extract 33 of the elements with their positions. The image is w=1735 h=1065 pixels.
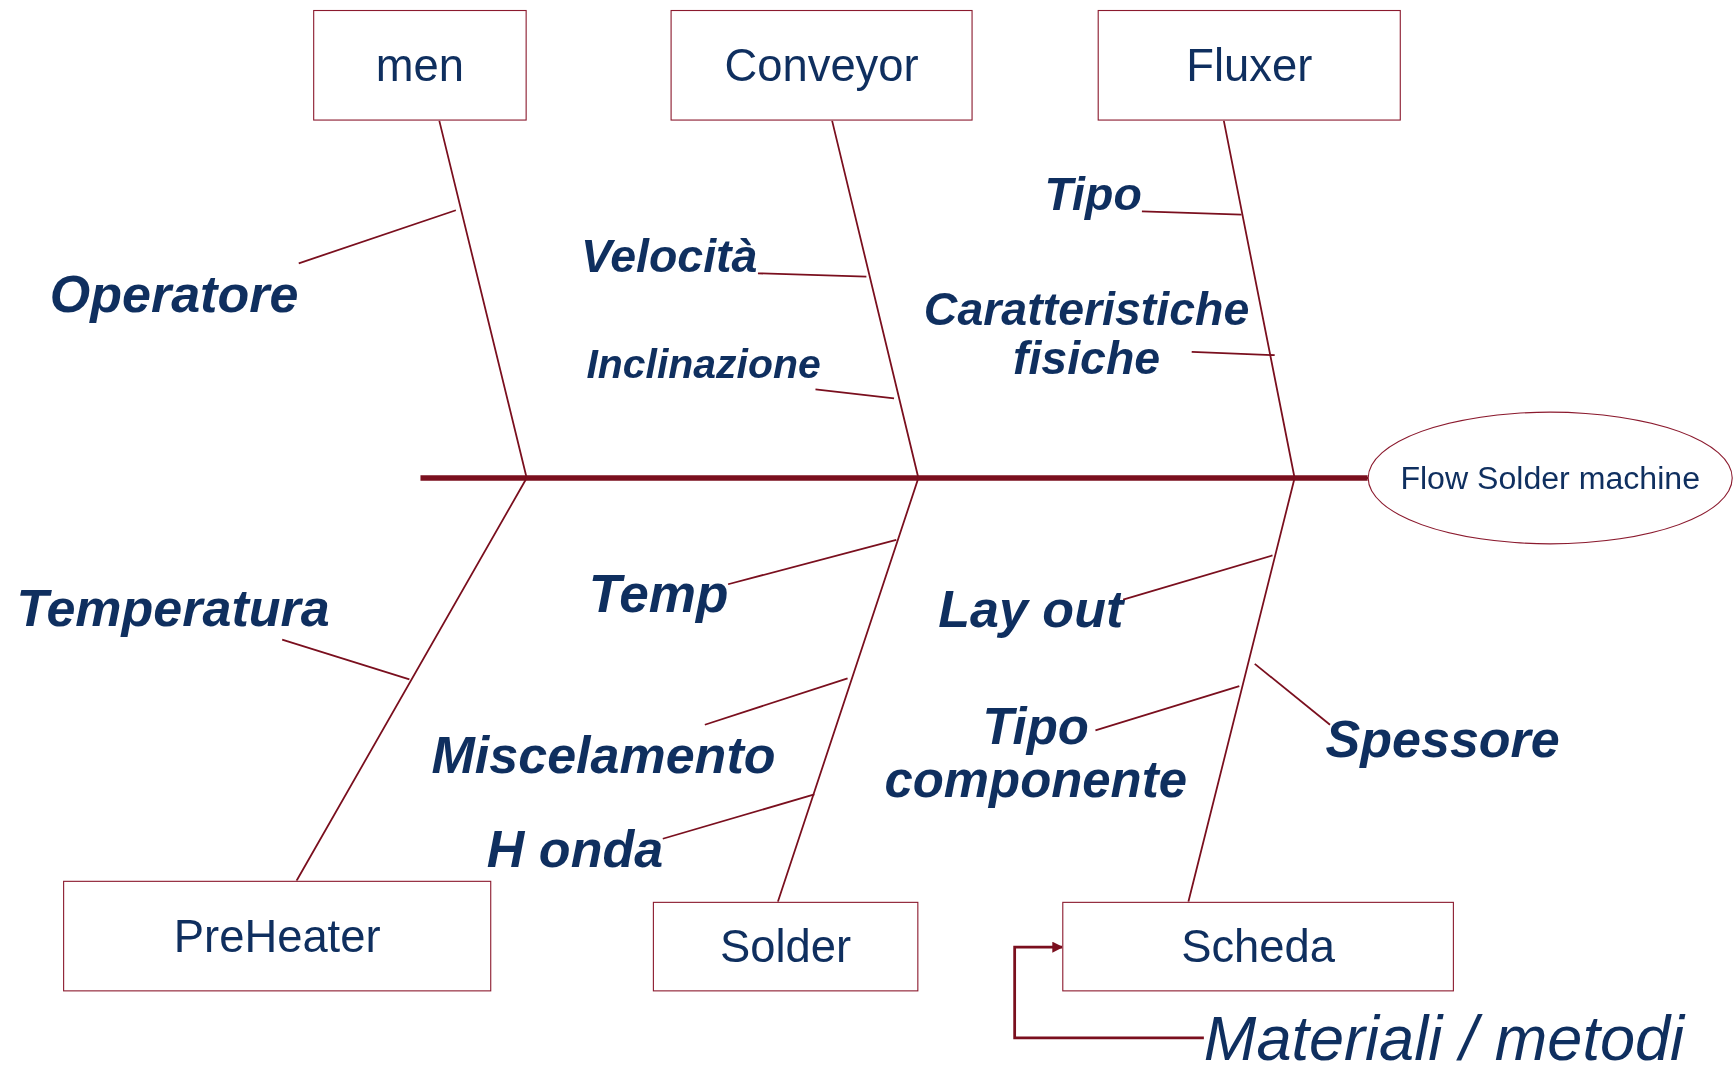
category-box: Fluxer [1097,9,1401,121]
cause-label: Velocità [580,229,758,285]
cause-label: Miscelamento [431,724,776,788]
leader-line [661,793,816,840]
cause-label: Spessore [1325,708,1560,771]
category-box: Solder [652,901,919,992]
cause-label: Caratteristiche fisiche [913,285,1260,384]
cause-label: H onda [486,818,664,882]
cause-label: Inclinazione [586,340,821,390]
cause-label: Lay out [938,578,1124,642]
leader-line [814,388,895,400]
leader-line [1122,554,1274,601]
leader-line [1190,351,1276,357]
cause-label: Tipo [1044,167,1142,223]
leader-line [1253,663,1331,726]
leader-line [1141,210,1243,216]
leader-line [757,272,868,278]
cause-label: Temperatura [16,577,330,640]
leader-line [703,677,849,726]
category-box: Scheda [1062,901,1454,992]
leader-line [281,638,411,681]
category-box: men [313,9,527,121]
leader-line [727,539,898,586]
arrow [1013,941,1204,1040]
cause-label: Temp [588,562,729,626]
leader-line [297,209,457,265]
note-label: Materiali / metodi [1203,1000,1685,1065]
category-box: Conveyor [670,9,973,121]
leader-line [1094,685,1241,732]
cause-label: Tipo componente [883,698,1189,806]
effect-ellipse: Flow Solder machine [1367,411,1733,545]
category-box: PreHeater [63,880,492,992]
cause-label: Operatore [49,263,299,326]
